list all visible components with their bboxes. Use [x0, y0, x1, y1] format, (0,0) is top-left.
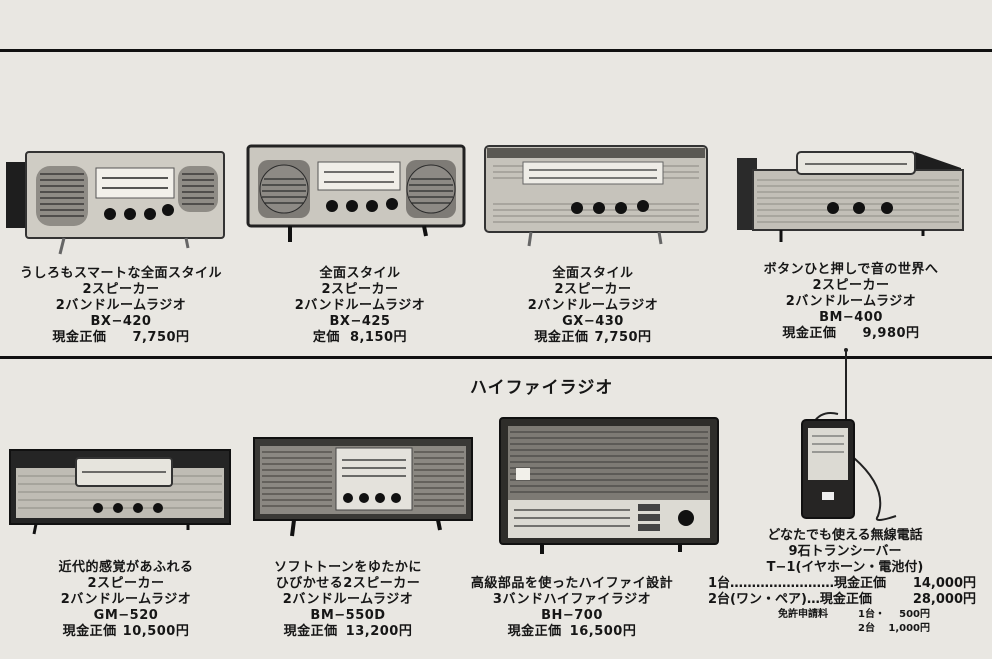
caption-line: 2スピーカー [82, 282, 160, 297]
caption-line: 9石トランシーバー [788, 544, 902, 559]
caption-line: ボタンひと押しで音の世界へ [763, 262, 939, 277]
price-label: 現金正価 [782, 326, 837, 341]
radio-image-bx420 [6, 148, 228, 256]
price-line: 現金正価 9,980円 [736, 326, 966, 342]
price-line: 現金正価 10,500円 [16, 624, 236, 640]
price-label: 現金正価 [52, 330, 107, 345]
caption-line: 2バンドルームラジオ [60, 592, 192, 607]
caption-line: 高級部品を使ったハイファイ設計 [470, 576, 674, 591]
price-label: 現金正価 [534, 330, 589, 345]
caption-gm520: 近代的感覚があふれる 2スピーカー 2バンドルームラジオ GM−520 現金正価… [16, 560, 236, 640]
caption-bm400: ボタンひと押しで音の世界へ 2スピーカー 2バンドルームラジオ BM−400 現… [736, 262, 966, 342]
model-number: BM−550D [310, 608, 386, 623]
price-value: 14,000円 [912, 576, 976, 591]
caption-line: ひびかせる2スピーカー [275, 576, 421, 591]
price-row-label: 1台……………………現金正価 [708, 576, 887, 591]
price-line: 定価 8,150円 [255, 330, 465, 346]
price-line: 現金正価 13,200円 [248, 624, 448, 640]
radio-image-bm400 [735, 150, 967, 246]
middle-rule [0, 356, 992, 359]
caption-line: 2バンドルームラジオ [527, 298, 659, 313]
model-number: GM−520 [93, 608, 159, 623]
price-row: 2台(ワン・ペア)…現金正価 28,000円 [700, 592, 990, 608]
radio-image-gx430 [483, 144, 709, 248]
price-label: 現金正価 [507, 624, 562, 639]
price-value: 7,750円 [132, 330, 190, 345]
price-row-label: 2台(ワン・ペア)…現金正価 [708, 592, 872, 607]
license-row-label: 1台・ [858, 609, 885, 620]
price-value: 13,200円 [345, 624, 413, 639]
caption-line: 全面スタイル [552, 266, 634, 281]
radio-image-bm550d [252, 436, 474, 538]
transceiver-image-t1 [798, 348, 908, 526]
caption-line: 近代的感覚があふれる [58, 560, 194, 575]
radio-image-bx425 [246, 144, 466, 244]
price-value: 16,500円 [569, 624, 637, 639]
license-value: 500円 [899, 609, 930, 620]
caption-line: 2バンドルームラジオ [55, 298, 187, 313]
caption-line: 2スピーカー [321, 282, 399, 297]
radio-image-bh700 [498, 416, 720, 556]
price-line: 現金正価 16,500円 [452, 624, 692, 640]
top-rule [0, 49, 992, 52]
model-number: BH−700 [541, 608, 603, 623]
model-number: BX−420 [90, 314, 152, 329]
caption-line: 3バンドハイファイラジオ [492, 592, 652, 607]
model-number: BM−400 [819, 310, 883, 325]
caption-line: 2スピーカー [554, 282, 632, 297]
price-row: 1台……………………現金正価 14,000円 [700, 576, 990, 592]
price-label: 定価 [312, 330, 340, 345]
price-value: 10,500円 [122, 624, 190, 639]
caption-bm550d: ソフトトーンをゆたかに ひびかせる2スピーカー 2バンドルームラジオ BM−55… [248, 560, 448, 640]
caption-bx420: うしろもスマートな全面スタイル 2スピーカー 2バンドルームラジオ BX−420… [4, 266, 238, 346]
caption-gx430: 全面スタイル 2スピーカー 2バンドルームラジオ GX−430 現金正価 7,75… [488, 266, 698, 346]
price-value: 7,750円 [594, 330, 652, 345]
license-value: 1,000円 [888, 623, 930, 634]
section-title: ハイファイラジオ [470, 378, 614, 398]
license-row: 免許申請料 1台・ 500円 [700, 608, 990, 622]
caption-line: 2バンドルームラジオ [294, 298, 426, 313]
caption-line: 2バンドルームラジオ [282, 592, 414, 607]
price-line: 現金正価 7,750円 [488, 330, 698, 346]
price-label: 現金正価 [283, 624, 338, 639]
caption-line: 2スピーカー [87, 576, 165, 591]
license-row-label: 2台 [858, 623, 875, 634]
caption-line: 2スピーカー [812, 278, 890, 293]
caption-line: うしろもスマートな全面スタイル [19, 266, 223, 281]
caption-line: 全面スタイル [319, 266, 401, 281]
caption-line: 2バンドルームラジオ [785, 294, 917, 309]
model-number: BX−425 [329, 314, 391, 329]
radio-image-gm520 [8, 446, 232, 536]
license-label: 免許申請料 [778, 609, 828, 620]
price-label: 現金正価 [62, 624, 117, 639]
caption-bh700: 高級部品を使ったハイファイ設計 3バンドハイファイラジオ BH−700 現金正価… [452, 576, 692, 640]
caption-line: どなたでも使える無線電話 [767, 528, 923, 543]
license-row: 2台 1,000円 [700, 622, 990, 636]
price-value: 28,000円 [912, 592, 976, 607]
caption-line: ソフトトーンをゆたかに [274, 560, 422, 575]
caption-bx425: 全面スタイル 2スピーカー 2バンドルームラジオ BX−425 定価 8,150円 [255, 266, 465, 346]
price-value: 9,980円 [862, 326, 920, 341]
price-value: 8,150円 [349, 330, 408, 345]
model-number: T−1(イヤホーン・電池付) [766, 560, 924, 575]
price-line: 現金正価 7,750円 [4, 330, 238, 346]
model-number: GX−430 [562, 314, 624, 329]
caption-t1: どなたでも使える無線電話 9石トランシーバー T−1(イヤホーン・電池付) 1台… [700, 528, 990, 636]
